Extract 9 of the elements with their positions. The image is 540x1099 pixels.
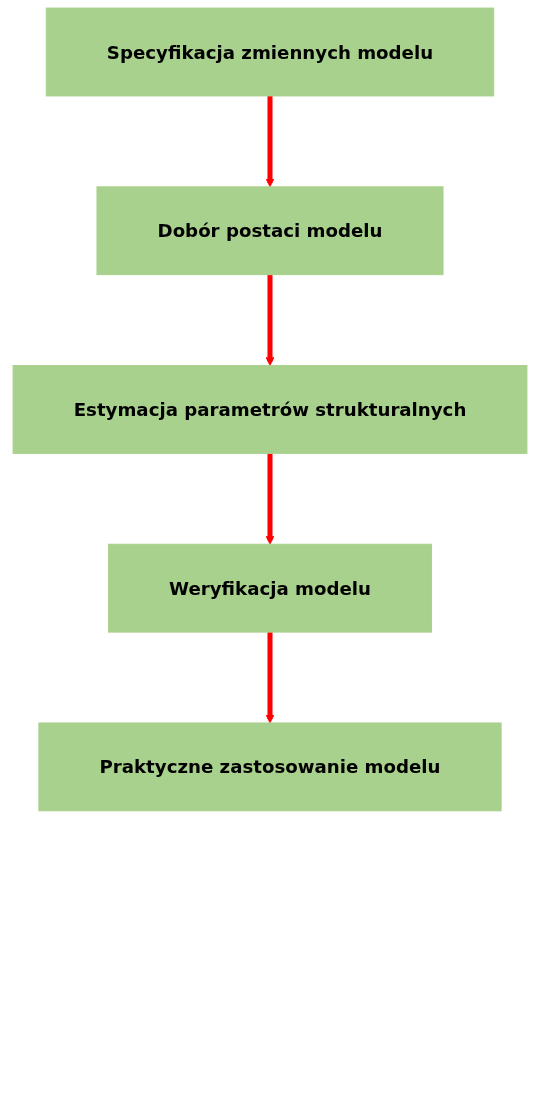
node-box: Estymacja parametrów strukturalnych bbox=[12, 365, 528, 454]
arrow bbox=[265, 632, 275, 724]
arrow bbox=[265, 453, 275, 545]
arrow bbox=[265, 274, 275, 366]
arrow bbox=[265, 95, 275, 188]
node-box: Weryfikacja modelu bbox=[107, 543, 433, 633]
node-box: Specyfikacja zmiennych modelu bbox=[45, 7, 495, 97]
node-box: Dobór postaci modelu bbox=[96, 186, 444, 276]
node-box: Praktyczne zastosowanie modelu bbox=[38, 722, 502, 812]
